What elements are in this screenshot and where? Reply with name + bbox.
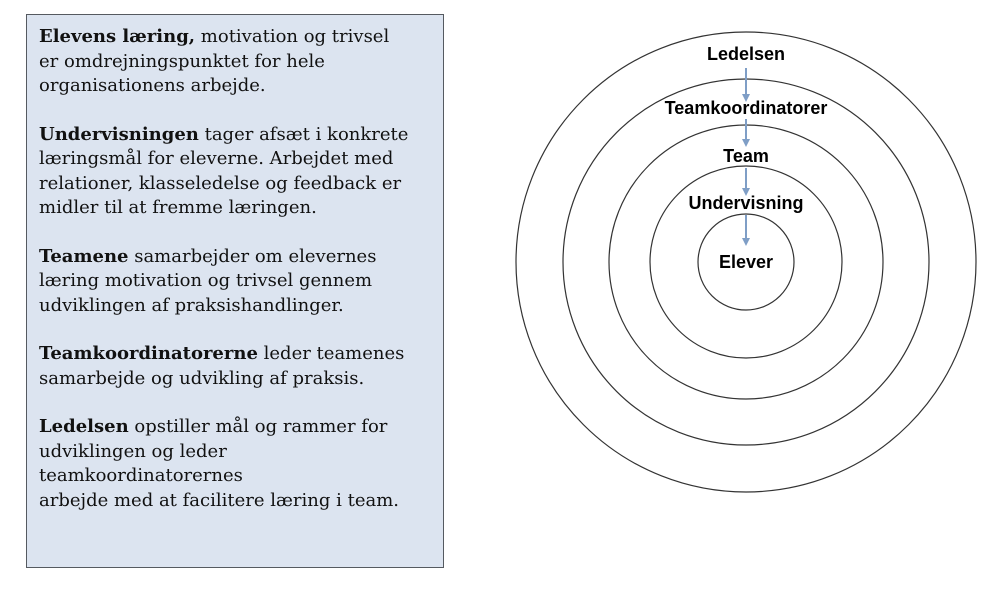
paragraph-ledelsen-title: Ledelsen [39,416,129,437]
paragraph-teamkoordinatorer-line: leder teamenes [257,343,405,364]
label-undervisning: Undervisning [688,193,803,213]
label-team: Team [723,146,769,166]
paragraph-team-line: læring motivation og trivsel gennem [39,270,373,291]
paragraph-ledelsen-line: teamkoordinatorernes [39,465,243,486]
paragraph-teamkoordinatorer-title: Teamkoordinatorerne [39,343,258,364]
label-ledelsen: Ledelsen [707,44,785,64]
paragraph-ledelsen-line: opstiller mål og rammer for [128,416,388,437]
paragraph-team: Teamene samarbejder om elevernes læring m… [39,245,433,319]
paragraph-undervisning-line: relationer, klasseledelse og feedback er [39,172,402,194]
concentric-circles-diagram: Ledelsen Teamkoordinatorer Team Undervis… [515,31,977,493]
paragraph-elever-line: motivation og trivsel [195,26,390,47]
paragraph-teamkoordinatorer-line: samarbejde og udvikling af praksis. [39,367,365,389]
paragraph-team-line: samarbejder om elevernes [128,245,377,267]
paragraph-ledelsen-line: arbejde med at facilitere læring i team. [39,489,400,511]
paragraph-elever-line: organisationens arbejde. [39,75,266,96]
paragraph-elever: Elevens læring, motivation og trivsel er … [39,25,433,99]
circle-elever [697,213,795,311]
paragraph-undervisning-line: læringsmål for eleverne. Arbejdet med [39,148,394,169]
paragraph-team-line: udviklingen af praksishandlinger. [39,294,344,316]
paragraph-undervisning-line: tager afsæt i konkrete [198,123,409,145]
paragraph-teamkoordinatorer: Teamkoordinatorerne leder teamenes samarb… [39,342,433,391]
paragraph-ledelsen-line: udviklingen og leder [39,440,227,462]
label-teamkoordinatorer: Teamkoordinatorer [665,98,828,118]
paragraph-undervisning-line: midler til at fremme læringen. [39,197,317,218]
paragraph-team-title: Teamene [39,245,129,267]
paragraph-undervisning-title: Undervisningen [39,123,199,145]
label-elever: Elever [719,252,773,272]
paragraph-elever-title: Elevens læring, [39,26,196,47]
paragraph-elever-line: er omdrejningspunktet for hele [39,50,325,72]
paragraph-undervisning: Undervisningen tager afsæt i konkrete lær… [39,123,433,221]
description-panel: Elevens læring, motivation og trivsel er … [26,14,444,568]
paragraph-ledelsen: Ledelsen opstiller mål og rammer for udvi… [39,415,433,513]
